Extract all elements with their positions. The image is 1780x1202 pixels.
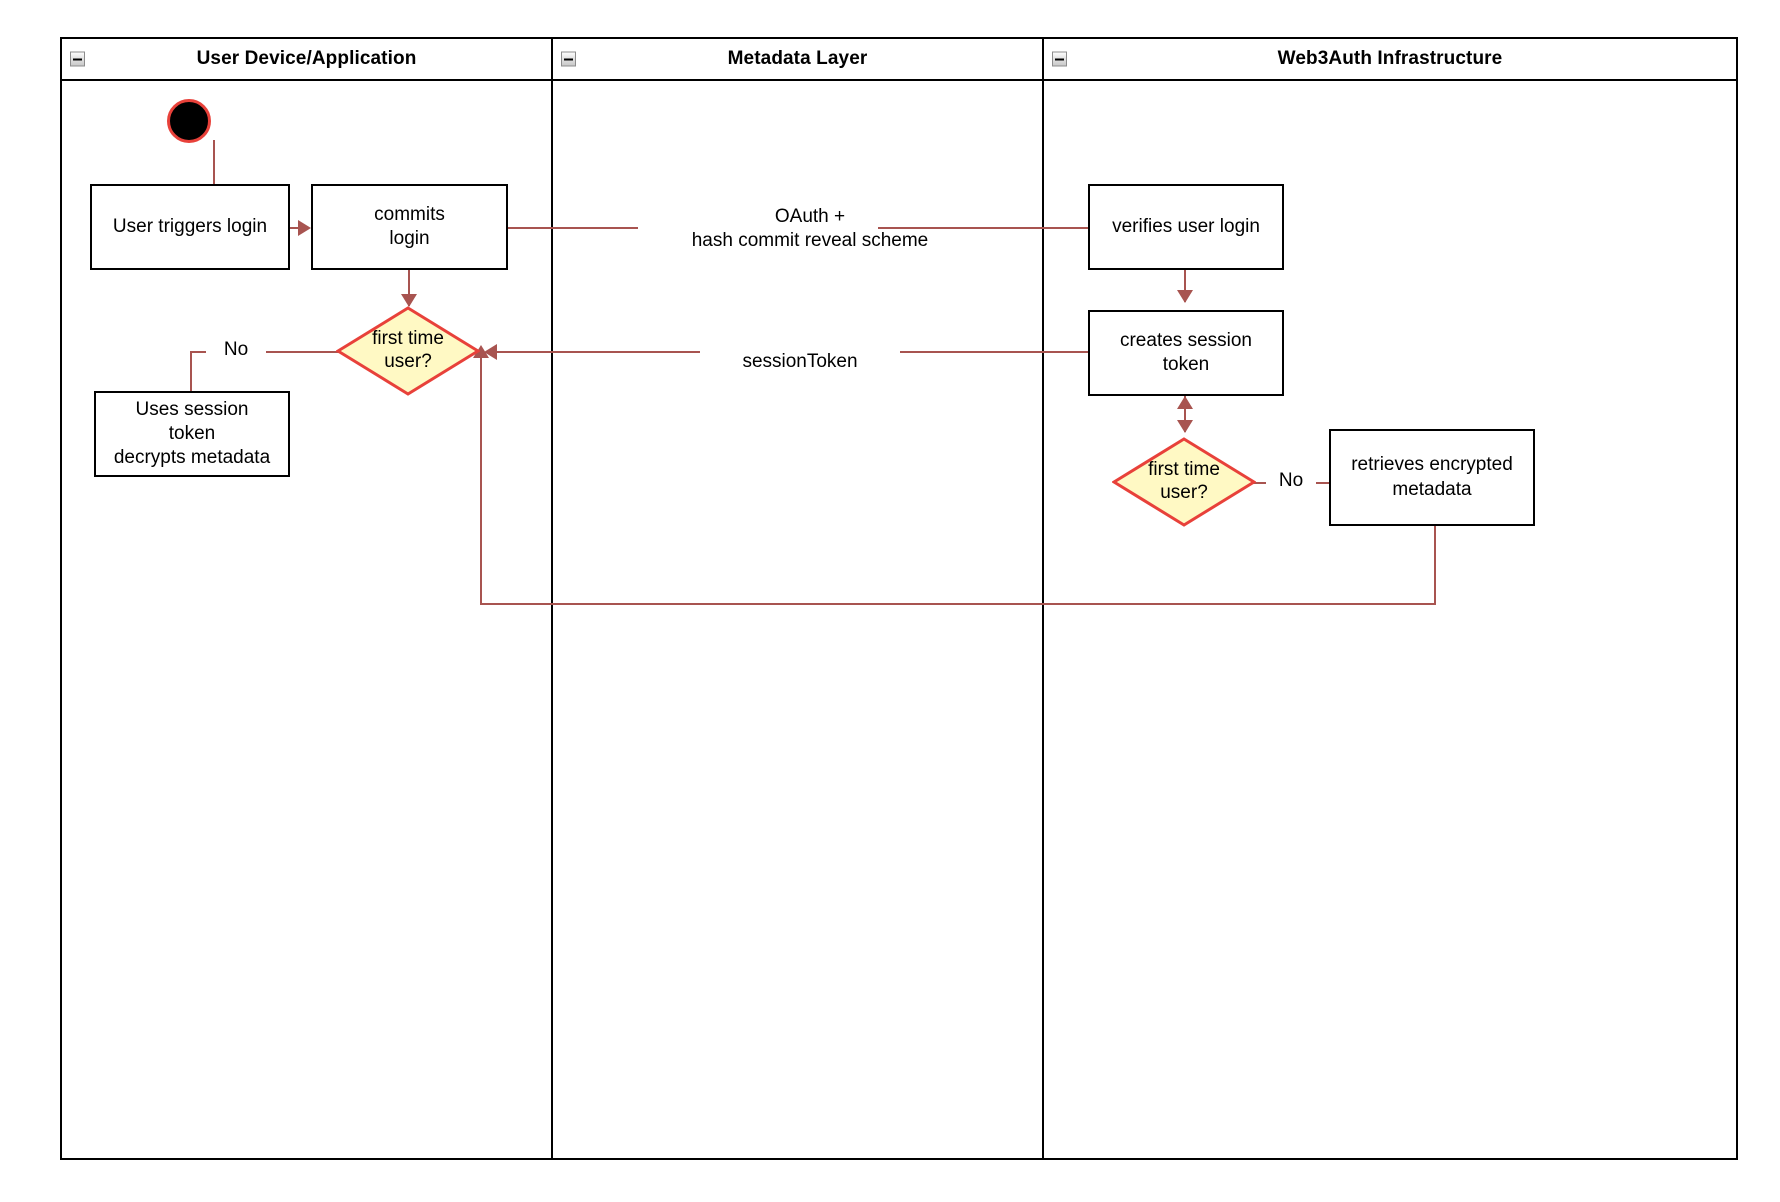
edge-label-no-right: No — [1266, 469, 1316, 493]
edge-label-line2: hash commit reveal scheme — [691, 229, 929, 251]
activity-uses-session-token[interactable]: Uses session token decrypts metadata — [94, 391, 290, 477]
swimlane-title: Metadata Layer — [727, 48, 868, 69]
activity-commits-login[interactable]: commits login — [311, 184, 508, 270]
arrowhead-down — [401, 294, 417, 307]
node-label: User triggers login — [112, 215, 268, 237]
arrowhead-down — [1177, 290, 1193, 303]
edge-label-line1: OAuth + — [774, 206, 846, 227]
diamond-shape — [336, 306, 480, 396]
decision-first-time-user-right[interactable]: first time user? — [1112, 437, 1256, 527]
node-label-line2: login — [389, 228, 430, 249]
initial-node[interactable] — [167, 99, 211, 143]
arrowhead-up — [473, 345, 489, 358]
activity-verifies-user-login[interactable]: verifies user login — [1088, 184, 1284, 270]
diamond-shape — [1112, 437, 1256, 527]
activity-user-triggers-login[interactable]: User triggers login — [90, 184, 290, 270]
node-label-line2: metadata — [1392, 478, 1472, 500]
edge-verifies-to-creates — [1184, 270, 1186, 302]
node-label-line1: retrieves encrypted — [1351, 454, 1513, 476]
decision-label-line2: user? — [1160, 482, 1208, 503]
node-label-line2: token — [168, 422, 216, 444]
edge-return-horizontal — [480, 603, 1436, 605]
edge-commits-to-decision-left — [408, 270, 410, 306]
edge-start-to-user-triggers — [213, 140, 215, 184]
decision-label-line1: first time — [372, 328, 444, 350]
decision-label-line2: user? — [384, 351, 432, 372]
collapse-minus-icon[interactable] — [561, 51, 576, 67]
swimlane-title: User Device/Application — [196, 48, 417, 69]
edge-decision-no-vertical — [190, 351, 192, 391]
edge-decision-no-horizontal — [190, 351, 355, 353]
swimlane-title: Web3Auth Infrastructure — [1277, 48, 1503, 69]
edge-return-vertical-left — [480, 358, 482, 604]
node-label: verifies user login — [1112, 215, 1260, 237]
swimlane-header-metadata-layer[interactable]: Metadata Layer — [551, 37, 1044, 81]
node-label-line3: decrypts metadata — [113, 447, 271, 469]
swimlane-body-metadata-layer — [551, 79, 1044, 1160]
arrowhead-down — [1177, 420, 1193, 433]
edge-label-oauth: OAuth + hash commit reveal scheme — [620, 205, 1000, 253]
collapse-minus-icon[interactable] — [70, 51, 85, 67]
node-label-line1: Uses session — [135, 398, 249, 420]
node-label-line1: commits — [374, 203, 445, 225]
node-label-line2: token — [1162, 354, 1210, 375]
edge-return-vertical-right — [1434, 526, 1436, 604]
decision-label-line1: first time — [1148, 459, 1220, 481]
swimlane-header-web3auth[interactable]: Web3Auth Infrastructure — [1042, 37, 1738, 81]
node-label-line1: creates session — [1119, 329, 1252, 351]
activity-creates-session-token[interactable]: creates session token — [1088, 310, 1284, 396]
edge-commits-to-verifies-right — [878, 227, 1088, 229]
decision-label: first time user? — [336, 306, 480, 396]
edge-label-session-token: sessionToken — [700, 350, 900, 374]
activity-retrieves-encrypted-metadata[interactable]: retrieves encrypted metadata — [1329, 429, 1535, 526]
edge-label-no-left: No — [206, 338, 266, 362]
edge-creates-to-decision-right — [1184, 396, 1186, 432]
collapse-minus-icon[interactable] — [1052, 51, 1067, 67]
edge-commits-to-verifies-left — [508, 227, 638, 229]
arrowhead-up — [1177, 396, 1193, 409]
decision-first-time-user-left[interactable]: first time user? — [336, 306, 480, 396]
decision-label: first time user? — [1112, 437, 1256, 527]
arrowhead-right — [298, 220, 311, 236]
swimlane-header-user-device[interactable]: User Device/Application — [60, 37, 553, 81]
